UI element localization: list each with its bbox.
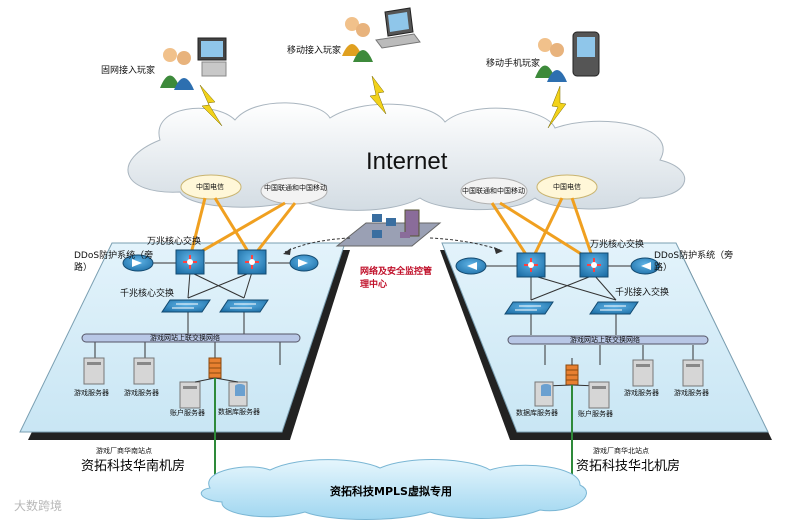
label-unicom-right: 中国联通和中国移动 — [462, 187, 525, 195]
north-core-switch-label: 万兆核心交换 — [590, 240, 645, 250]
north-server-3 — [632, 359, 654, 387]
north-server-label-3: 游戏服务器 — [624, 389, 659, 397]
internet-label: Internet — [366, 148, 448, 175]
south-server-label-2: 游戏服务器 — [124, 389, 159, 397]
south-firewall-device — [289, 254, 319, 272]
south-bus-label: 游戏网站上联交换网络 — [150, 334, 220, 342]
south-ddos-label: DDoS防护系统（旁路） — [74, 251, 154, 273]
south-room-label: 资拓科技华南机房 — [81, 459, 186, 474]
north-ddos-device-left — [455, 257, 487, 275]
user-group-icon-mobile-phone — [535, 31, 600, 82]
north-server-label-4: 游戏服务器 — [674, 389, 709, 397]
south-core-switch-1 — [175, 249, 205, 275]
north-uplinks — [490, 197, 596, 264]
north-core-switch-1 — [516, 252, 546, 278]
north-site-label: 游戏厂商华北站点 — [593, 447, 649, 455]
south-core-switch-label: 万兆核心交换 — [147, 237, 202, 247]
south-internal-links — [94, 262, 290, 365]
north-internal-links — [470, 265, 694, 365]
user-group-icon-fixed — [160, 37, 227, 90]
north-firewall-icon — [565, 364, 579, 386]
monitor-center-label: 网络及安全监控管理中心 — [360, 267, 433, 290]
north-server-2 — [588, 381, 610, 409]
label-telecom-right: 中国电信 — [553, 183, 581, 191]
mpls-label: 资拓科技MPLS虚拟专用 — [330, 485, 452, 498]
south-server-1 — [83, 357, 105, 385]
arrow-head-left — [283, 248, 291, 255]
south-ddos-device — [122, 254, 154, 272]
south-site-label: 游戏厂商华南站点 — [96, 447, 152, 455]
north-ddos-device — [630, 257, 660, 275]
monitor-center — [335, 209, 442, 247]
arrow-head-right — [494, 247, 503, 254]
south-server-label-4: 数据库服务器 — [218, 408, 260, 416]
watermark: 大数跨境 — [14, 499, 63, 513]
south-server-4 — [228, 381, 248, 407]
mpls-cloud — [200, 459, 587, 520]
south-gig-switch-1 — [161, 299, 211, 313]
south-gig-switch-2 — [219, 299, 269, 313]
south-server-label-1: 游戏服务器 — [74, 389, 109, 397]
north-bus — [507, 335, 709, 345]
south-server-3 — [179, 381, 201, 409]
north-server-label-2: 账户服务器 — [578, 410, 613, 418]
mpls-links — [214, 378, 573, 482]
north-bus-label: 游戏网站上联交换网络 — [570, 336, 640, 344]
north-gig-switch-2 — [589, 301, 639, 315]
south-core-switch-2 — [237, 249, 267, 275]
label-unicom-left: 中国联通和中国移动 — [264, 184, 327, 192]
south-server-label-3: 账户服务器 — [170, 409, 205, 417]
isp-cloud-telecom-left — [180, 174, 242, 200]
wireless-bolt-right — [547, 85, 567, 129]
south-server-2 — [133, 357, 155, 385]
south-uplinks — [188, 197, 297, 260]
wireless-bolt-left — [199, 84, 223, 127]
north-core-switch-2 — [579, 252, 609, 278]
label-mobile-phone-users: 移动手机玩家 — [486, 59, 541, 69]
label-fixed-users: 固网接入玩家 — [101, 66, 156, 76]
south-gig-core-label: 千兆核心交换 — [120, 289, 175, 299]
north-server-1 — [534, 381, 554, 407]
north-room-label: 资拓科技华北机房 — [576, 459, 681, 474]
north-gig-switch-1 — [504, 301, 554, 315]
north-ddos-label: DDoS防护系统（旁路） — [654, 251, 734, 273]
label-telecom-left: 中国电信 — [196, 183, 224, 191]
south-bus — [81, 333, 301, 343]
south-server-links — [194, 377, 239, 383]
north-gig-access-label: 千兆接入交换 — [615, 288, 670, 298]
isp-cloud-telecom-right — [536, 174, 598, 200]
label-mobile-pc-users: 移动接入玩家 — [287, 46, 342, 56]
south-firewall-icon — [208, 357, 222, 379]
user-group-icon-mobile-pc — [342, 7, 421, 62]
north-server-label-1: 数据库服务器 — [516, 409, 558, 417]
wireless-bolt-center — [369, 75, 387, 115]
north-server-4 — [682, 359, 704, 387]
